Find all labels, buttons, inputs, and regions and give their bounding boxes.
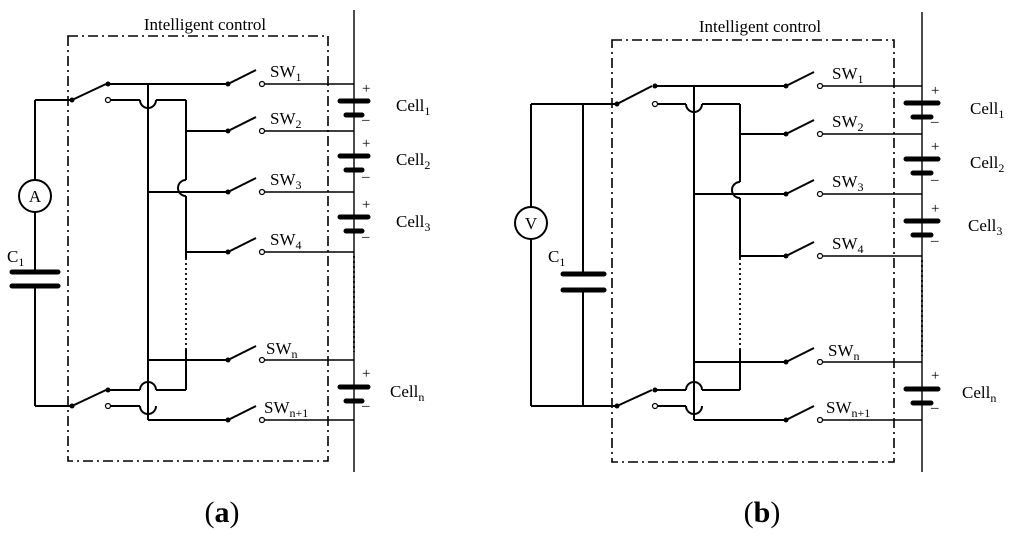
capacitor-label-b: C1 [548, 247, 565, 269]
svg-text:+: + [362, 197, 370, 213]
svg-text:+: + [362, 81, 370, 97]
cell3-label-a: Cell3 [396, 212, 430, 234]
ammeter-label-a: A [29, 187, 42, 206]
sw1-label-a: SW1 [270, 62, 302, 84]
sw4-a [227, 237, 257, 253]
swn-label-a: SWn [266, 339, 298, 361]
panel-a: Intelligent control A C1 [7, 10, 430, 529]
svg-text:–: – [361, 229, 370, 245]
panel-label-a: (a) [205, 496, 240, 529]
svg-text:+: + [931, 368, 939, 384]
sw3-b [785, 179, 815, 195]
sw1-label-b: SW1 [832, 64, 864, 86]
svg-text:–: – [930, 233, 939, 249]
svg-text:–: – [361, 169, 370, 185]
sw3-label-a: SW3 [270, 170, 302, 192]
sw1-a [227, 69, 257, 85]
svg-text:–: – [361, 398, 370, 414]
sw2-label-a: SW2 [270, 109, 302, 131]
selector-switch-top-b [616, 85, 653, 105]
swn-b [785, 347, 815, 363]
panel-label-b: (b) [744, 496, 781, 529]
cell1-label-a: Cell1 [396, 96, 430, 118]
selector-switch-top-a [71, 83, 107, 101]
voltmeter-label-b: V [525, 214, 538, 233]
sw1-b [785, 71, 815, 87]
cell1-label-b: Cell1 [970, 99, 1004, 121]
selector-switch-bottom-a [71, 389, 107, 407]
svg-text:+: + [362, 366, 370, 382]
svg-text:+: + [362, 136, 370, 152]
sw4-label-b: SW4 [832, 234, 864, 256]
svg-text:–: – [361, 112, 370, 128]
intelligent-control-box-a [67, 35, 329, 462]
sw2-a [227, 116, 257, 132]
celln-label-b: Celln [962, 383, 996, 405]
celln-label-a: Celln [390, 382, 424, 404]
svg-text:+: + [931, 139, 939, 155]
svg-text:–: – [930, 172, 939, 188]
sw4-label-a: SW4 [270, 230, 302, 252]
intelligent-control-title-b: Intelligent control [699, 17, 822, 36]
swn-a [227, 345, 257, 361]
swn-label-b: SWn [828, 341, 860, 363]
swn1-a [227, 405, 257, 421]
intelligent-control-box-b [611, 39, 895, 463]
sw4-b [785, 241, 815, 257]
intelligent-control-title-a: Intelligent control [144, 15, 267, 34]
svg-text:–: – [930, 400, 939, 416]
sw3-a [227, 177, 257, 193]
cell2-label-a: Cell2 [396, 150, 430, 172]
cell2-label-b: Cell2 [970, 153, 1004, 175]
sw2-b [785, 119, 815, 135]
swn1-label-b: SWn+1 [826, 398, 870, 420]
svg-text:+: + [931, 201, 939, 217]
cell3-label-b: Cell3 [968, 216, 1002, 238]
sw2-label-b: SW2 [832, 112, 864, 134]
swn1-b [785, 405, 815, 421]
svg-text:–: – [930, 114, 939, 130]
swn1-label-a: SWn+1 [264, 398, 308, 420]
capacitor-label-a: C1 [7, 247, 24, 269]
svg-text:+: + [931, 83, 939, 99]
sw3-label-b: SW3 [832, 172, 864, 194]
panel-b: Intelligent control V C1 [514, 12, 1004, 529]
selector-switch-bottom-b [616, 389, 653, 407]
